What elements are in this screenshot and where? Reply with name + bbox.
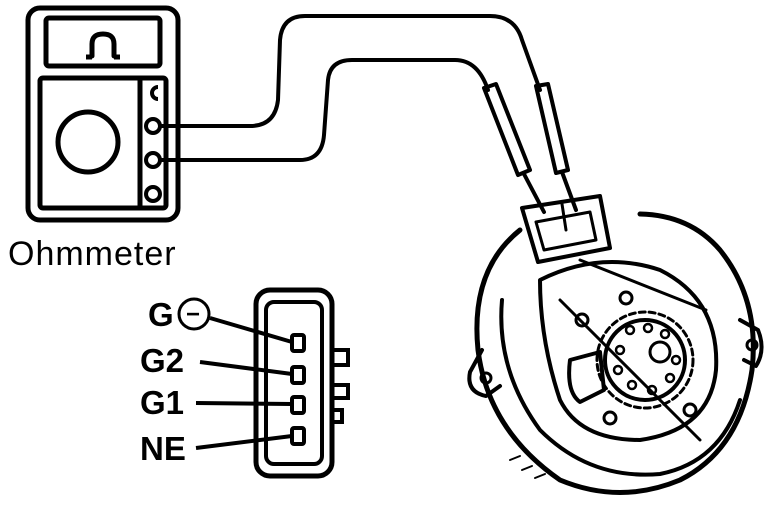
ohmmeter-body (25, 5, 181, 223)
pin-label-g: G (148, 296, 174, 333)
pickup-coil (567, 350, 606, 404)
probe-1[interactable] (534, 82, 578, 212)
pin-leader-lines (195, 316, 293, 450)
pin-label-g2: G2 (140, 342, 184, 379)
sensor-connector (253, 287, 350, 479)
ohmmeter-display-symbol: ⎍ (94, 34, 113, 64)
pin-label-ne: NE (140, 430, 186, 467)
connector-terminal-g1[interactable] (290, 395, 306, 415)
mounting-ear-right (738, 318, 764, 368)
ohmmeter-jack-2[interactable] (144, 117, 162, 135)
pin-symbol-minus: − (186, 301, 200, 328)
pickup-sensor-assembly (467, 194, 764, 495)
pin-label-g1: G1 (140, 384, 184, 421)
sensor-inner-plate (538, 260, 719, 442)
test-lead-2 (158, 58, 490, 162)
sensor-housing (474, 211, 756, 495)
reluctor-gear (595, 310, 695, 410)
connector-terminal-g2[interactable] (290, 365, 306, 385)
ohmmeter-dial[interactable] (55, 109, 121, 175)
mounting-ear-left (467, 348, 502, 398)
pulse-waveform-icon (89, 31, 117, 59)
connector-inner-housing (264, 300, 324, 466)
connector-terminal-g-minus[interactable] (290, 333, 306, 353)
ohmmeter-jack-1[interactable] (150, 85, 159, 101)
ohmmeter-jack-4[interactable] (144, 185, 162, 203)
ohmmeter-display (43, 15, 163, 69)
connector-terminal-ne[interactable] (290, 426, 306, 446)
ohmmeter-face-panel (37, 75, 169, 211)
sensor-connector-block (520, 194, 612, 264)
connector-latch (332, 348, 350, 367)
test-lead-1 (158, 14, 542, 128)
ohmmeter (25, 5, 181, 223)
ohmmeter-jack-3[interactable] (144, 151, 162, 169)
ohmmeter-label: Ohmmeter (8, 235, 177, 273)
screw-icon (574, 312, 590, 328)
pin-labels: G − G2 G1 NE (140, 296, 211, 467)
test-leads (158, 14, 578, 214)
probe-2[interactable] (482, 82, 546, 214)
minus-circle-icon (177, 297, 211, 331)
